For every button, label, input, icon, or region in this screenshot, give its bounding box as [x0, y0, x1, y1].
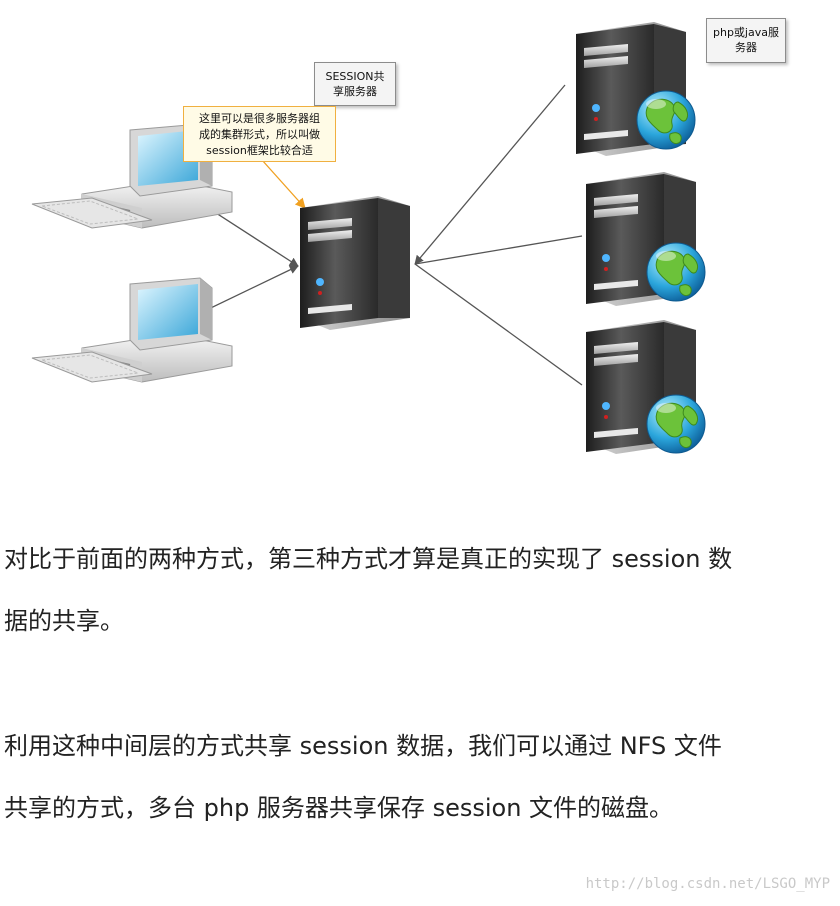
note-pointer-arrow — [261, 159, 306, 209]
session-label-line: SESSION共 — [325, 70, 385, 83]
session-label-line: 享服务器 — [333, 85, 377, 98]
link-session-php2 — [414, 235, 583, 265]
php-server-label: php或java服 务器 — [706, 18, 786, 63]
globe-icon — [646, 394, 706, 454]
php-label-line: 务器 — [735, 41, 757, 54]
globe-icon — [636, 90, 696, 150]
php-label-line: php或java服 — [713, 26, 779, 39]
architecture-diagram — [31, 22, 706, 454]
link-session-php3 — [414, 263, 583, 386]
watermark-url: http://blog.csdn.net/LSGO_MYP — [585, 876, 830, 892]
globe-icon — [646, 242, 706, 302]
session-server-label: SESSION共 享服务器 — [314, 62, 396, 106]
paragraph-1-line-2: 据的共享。 — [4, 607, 124, 635]
paragraph-1-line-1: 对比于前面的两种方式，第三种方式才算是真正的实现了 session 数 — [4, 545, 733, 573]
note-line: 这里可以是很多服务器组 — [199, 112, 320, 125]
cluster-note: 这里可以是很多服务器组 成的集群形式，所以叫做 session框架比较合适 — [183, 106, 336, 162]
session-server-icon — [300, 196, 410, 330]
note-line: 成的集群形式，所以叫做 — [199, 128, 320, 141]
note-line: session框架比较合适 — [206, 144, 313, 157]
link-session-php1 — [414, 84, 566, 265]
client-computer-icon — [31, 277, 233, 383]
paragraph-2-line-1: 利用这种中间层的方式共享 session 数据，我们可以通过 NFS 文件 — [4, 732, 722, 760]
paragraph-2-line-2: 共享的方式，多台 php 服务器共享保存 session 文件的磁盘。 — [4, 794, 674, 822]
